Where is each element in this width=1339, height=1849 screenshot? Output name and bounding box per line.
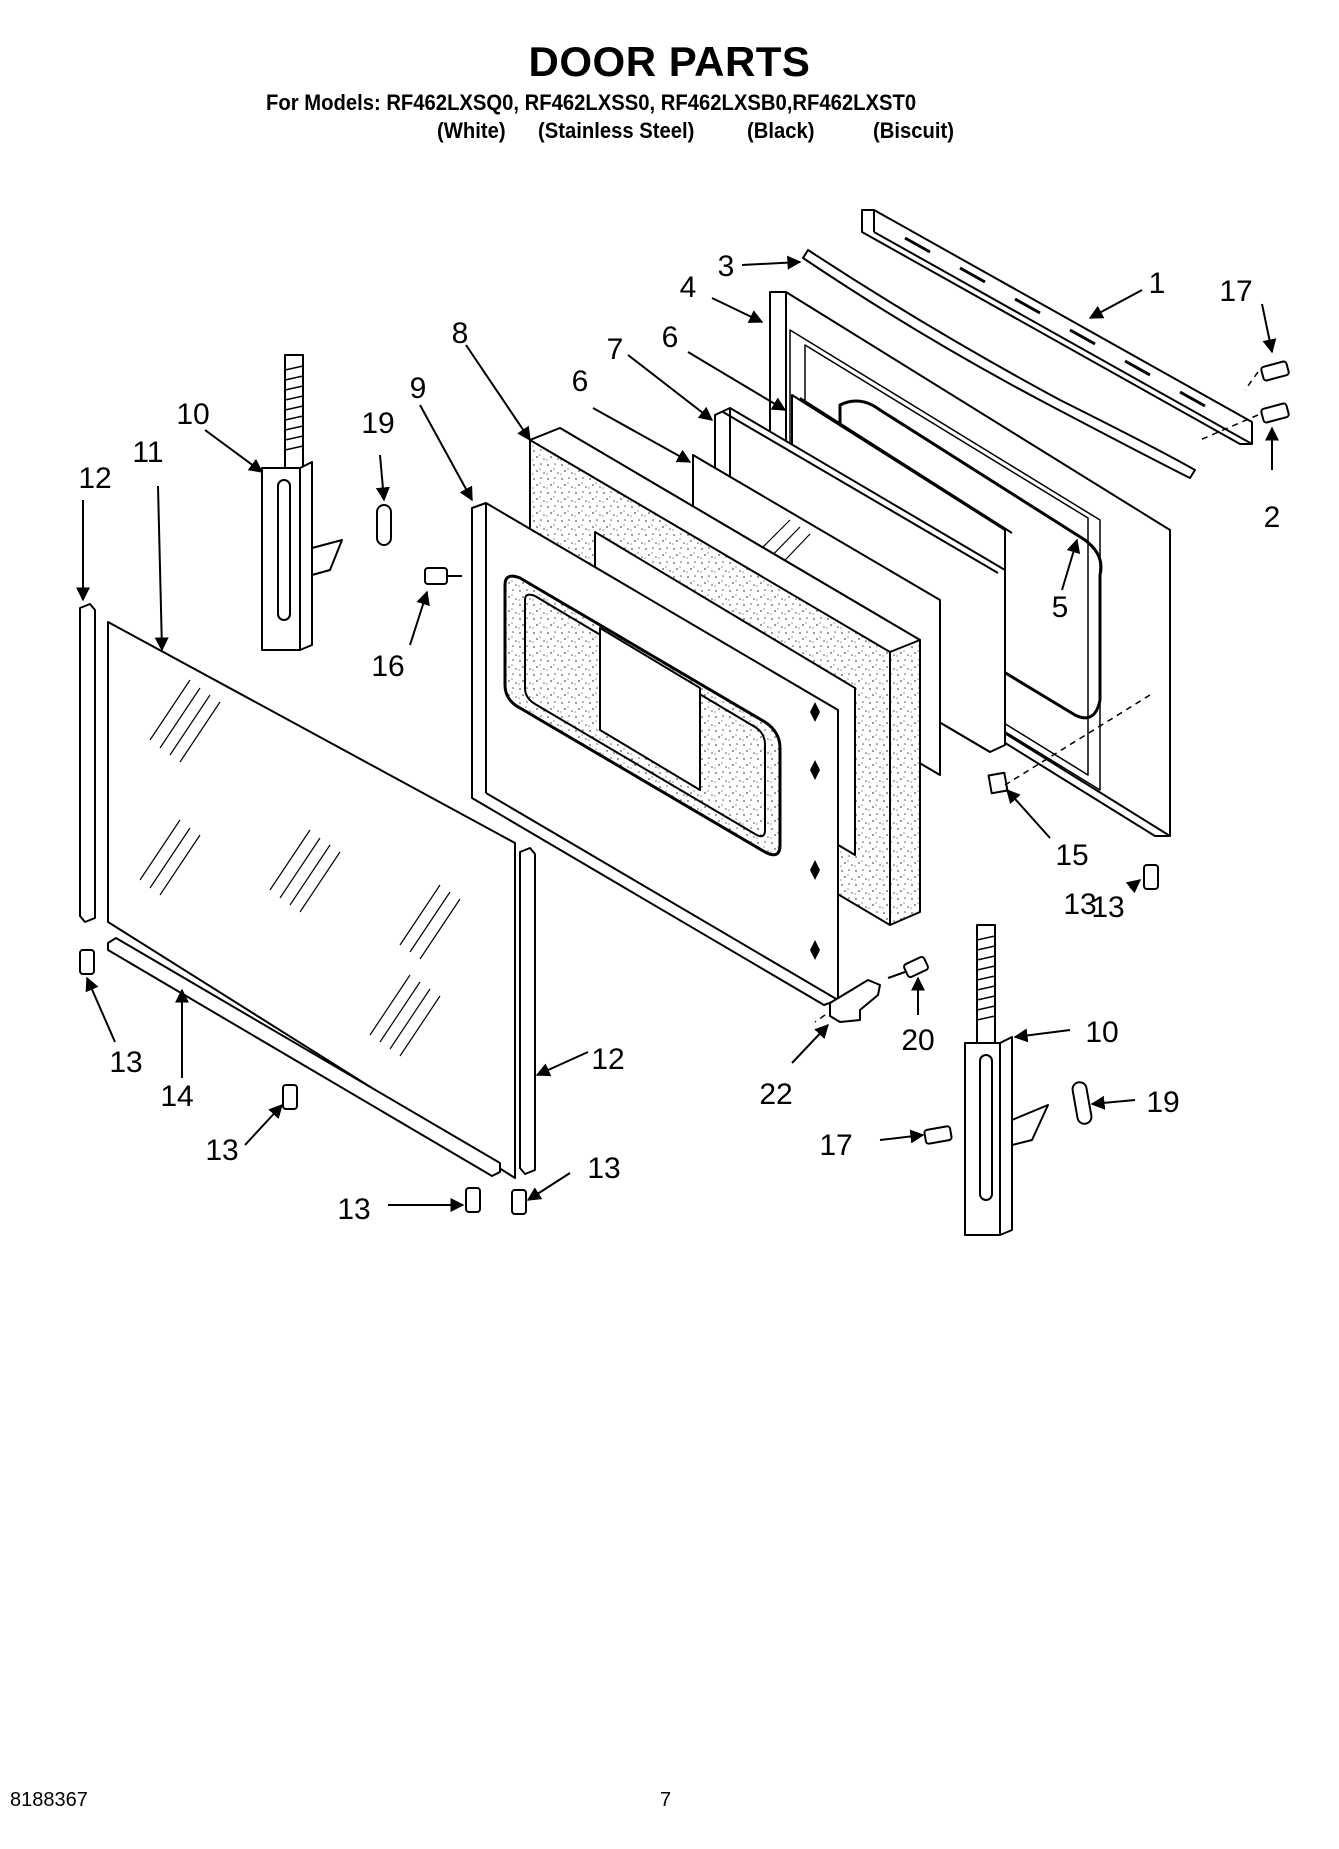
screw-part-17-top-a [1260, 360, 1290, 382]
screw-part-13-d [511, 1189, 527, 1215]
callout-11: 11 [132, 436, 163, 469]
screw-part-13-c [465, 1187, 481, 1213]
finish-stainless-steel: (Stainless Steel) [538, 118, 695, 143]
screw-part-17-top-b [1260, 402, 1290, 424]
callout-2: 2 [1264, 501, 1281, 534]
page-title: DOOR PARTS [528, 38, 811, 85]
callout-17-top: 17 [1219, 275, 1252, 308]
bracket-part-22 [829, 979, 881, 1023]
callout-17-bottom: 17 [819, 1129, 852, 1162]
callout-1: 1 [1149, 267, 1166, 300]
bottom-trim-part-14 [107, 937, 501, 1177]
callout-13-b: 13 [205, 1134, 238, 1167]
screw-part-13-e [1143, 864, 1159, 890]
callout-12-right: 12 [591, 1043, 624, 1076]
callout-13-f: 13 [1091, 891, 1124, 924]
callout-22: 22 [759, 1078, 792, 1111]
vent-trim-part-1 [861, 209, 1253, 445]
outer-door-panel-part-9 [471, 502, 839, 1006]
clip-part-15 [987, 771, 1009, 795]
screw-part-13-a [79, 949, 95, 975]
callout-5: 5 [1052, 591, 1069, 624]
callout-4: 4 [680, 271, 697, 304]
screw-part-16 [424, 567, 462, 585]
callout-10-left: 10 [176, 398, 209, 431]
callout-19-right: 19 [1146, 1086, 1179, 1119]
trim-strip-part-3 [802, 249, 1196, 479]
page-number: 7 [660, 1789, 672, 1811]
hinge-lock-part-19-left [376, 504, 392, 546]
callout-16: 16 [371, 650, 404, 683]
callout-13-c: 13 [337, 1193, 370, 1226]
callout-13-a: 13 [109, 1046, 142, 1079]
callout-6-upper: 6 [662, 321, 679, 354]
callout-19-left: 19 [361, 407, 394, 440]
screw-part-17-bottom [923, 1125, 953, 1145]
callout-8: 8 [452, 317, 469, 350]
models-line: For Models: RF462LXSQ0, RF462LXSS0, RF46… [266, 90, 917, 115]
outer-glass-part-11 [107, 621, 516, 1179]
callout-6-lower: 6 [572, 365, 589, 398]
callout-10-right: 10 [1085, 1016, 1118, 1049]
callout-9: 9 [410, 372, 427, 405]
callout-15: 15 [1055, 839, 1088, 872]
hinge-lock-part-19-right [1071, 1081, 1093, 1125]
hinge-part-10-right [964, 924, 1049, 1236]
document-number: 8188367 [10, 1789, 88, 1811]
finish-white: (White) [437, 118, 506, 143]
side-trim-part-12-right [519, 847, 536, 1175]
callout-20: 20 [901, 1024, 934, 1057]
callout-3: 3 [718, 250, 735, 283]
screw-part-13-b [282, 1084, 298, 1110]
finish-black: (Black) [747, 118, 815, 143]
callout-13-e: 13 [1063, 888, 1096, 921]
callout-14: 14 [160, 1080, 193, 1113]
callout-13-d: 13 [587, 1152, 620, 1185]
callout-12-left: 12 [78, 462, 111, 495]
finish-biscuit: (Biscuit) [873, 118, 954, 143]
callout-7: 7 [607, 333, 624, 366]
hinge-part-10-left [261, 354, 343, 651]
screw-part-20 [887, 955, 929, 979]
side-trim-part-12-left [79, 603, 96, 923]
